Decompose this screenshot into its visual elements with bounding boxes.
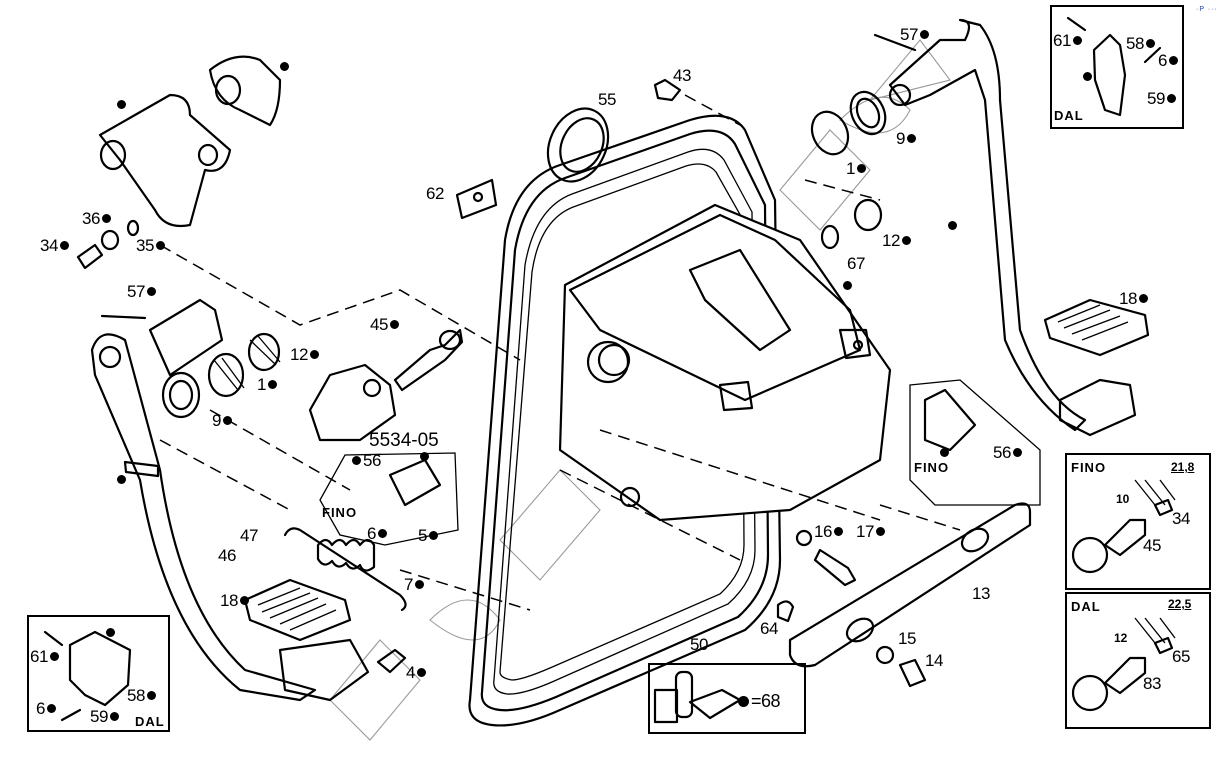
callout-fino-right-unlabeled xyxy=(940,448,949,457)
dal-tr-unlabeled xyxy=(1083,72,1092,81)
top-brackets xyxy=(98,55,282,228)
dal-bl-unlabeled xyxy=(106,628,115,637)
small-parts-34-36 xyxy=(76,219,140,270)
legend-dot-icon xyxy=(738,696,749,707)
master-cylinder xyxy=(308,328,464,442)
dal-dim-83: 83 xyxy=(1143,674,1161,693)
callout-34: 34 xyxy=(40,237,69,254)
dal-tr-label: DAL xyxy=(1054,108,1084,123)
fino-right-label: FINO xyxy=(914,460,950,475)
dal-bl-59: 59 xyxy=(90,708,119,725)
dal-tr-59: 59 xyxy=(1147,90,1176,107)
dal-bl-label: DAL xyxy=(135,714,165,729)
part-4 xyxy=(376,648,407,674)
callout-18-right: 18 xyxy=(1119,290,1148,307)
callout-18-left: 18 xyxy=(220,592,249,609)
callout-pedal-right xyxy=(948,221,957,230)
callout-1-left: 1 xyxy=(257,376,277,393)
legend-box xyxy=(648,663,806,734)
dal-dim-65: 65 xyxy=(1172,647,1190,666)
callout-15: 15 xyxy=(898,629,916,648)
callout-55: 55 xyxy=(598,90,616,109)
callout-housing xyxy=(843,281,852,290)
callout-14: 14 xyxy=(925,651,943,670)
left-shaft-bearings xyxy=(100,298,281,419)
callout-9-left: 9 xyxy=(212,412,232,429)
left-pedal-arm xyxy=(90,333,370,702)
left-pedal-pad xyxy=(243,578,352,642)
callout-4: 4 xyxy=(406,664,426,681)
dal-bl-6: 6 xyxy=(36,700,56,717)
callout-5: 5 xyxy=(418,527,438,544)
callout-bracket-top-2 xyxy=(280,62,289,71)
callout-7: 7 xyxy=(404,576,424,593)
callout-17: 17 xyxy=(856,523,885,540)
callout-56-left: 56 xyxy=(352,452,381,469)
callout-35: 35 xyxy=(136,237,165,254)
right-pedal-assembly xyxy=(804,18,1150,437)
fino-dim-total: 21,8 xyxy=(1171,460,1195,474)
legend-entry: =68 xyxy=(738,692,781,710)
callout-57-right: 57 xyxy=(900,26,929,43)
fino-dim-45: 45 xyxy=(1143,536,1161,555)
callout-fino-left-unlabeled xyxy=(420,452,429,461)
callout-36: 36 xyxy=(82,210,111,227)
housing-box xyxy=(558,203,892,561)
callout-6-left: 6 xyxy=(367,525,387,542)
dal-dim-label: DAL xyxy=(1071,599,1101,614)
dal-tr-6: 6 xyxy=(1158,52,1178,69)
fino-dim-34: 34 xyxy=(1172,509,1190,528)
callout-46: 46 xyxy=(218,546,236,565)
callout-56-right: 56 xyxy=(993,444,1022,461)
cover-frame-50 xyxy=(468,114,782,727)
callout-47: 47 xyxy=(240,526,258,545)
callout-43: 43 xyxy=(673,66,691,85)
top-middle-parts xyxy=(455,78,741,220)
dal-bl-58: 58 xyxy=(127,687,156,704)
callout-9-right: 9 xyxy=(896,130,916,147)
callout-16: 16 xyxy=(814,523,843,540)
dal-bl-61: 61 xyxy=(30,648,59,665)
inset-dal-bottom-left xyxy=(27,615,170,732)
fino-dim-inner: 10 xyxy=(1116,492,1130,506)
callout-57-left: 57 xyxy=(127,283,156,300)
dal-tr-61: 61 xyxy=(1053,32,1082,49)
corner-mark: ·P ··· xyxy=(1196,6,1218,13)
callout-bracket-top-1 xyxy=(117,100,126,109)
callout-12-left: 12 xyxy=(290,346,319,363)
callout-1-right: 1 xyxy=(846,160,866,177)
callout-45: 45 xyxy=(370,316,399,333)
inset-dal-dim xyxy=(1065,592,1211,729)
callout-64: 64 xyxy=(760,619,778,638)
callout-pedal-left xyxy=(117,475,126,484)
drawing-code: 5534-05 xyxy=(369,430,439,451)
fino-left-label: FINO xyxy=(322,505,358,520)
callout-13: 13 xyxy=(972,584,990,603)
dal-dim-inner: 12 xyxy=(1114,631,1128,645)
inset-dal-top-right xyxy=(1050,5,1184,129)
callout-62: 62 xyxy=(426,184,444,203)
dal-tr-58: 58 xyxy=(1126,35,1155,52)
callout-67: 67 xyxy=(847,254,865,273)
callout-12-right: 12 xyxy=(882,232,911,249)
callout-50: 50 xyxy=(690,635,708,654)
fino-dim-label: FINO xyxy=(1071,460,1107,475)
dal-dim-total: 22,5 xyxy=(1168,597,1192,611)
inset-fino-dim xyxy=(1065,453,1211,590)
